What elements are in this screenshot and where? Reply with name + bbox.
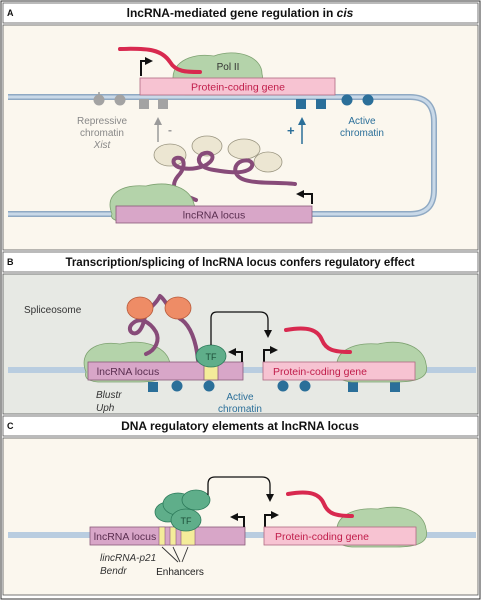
- regulation-arc-c: [207, 476, 274, 502]
- example-lincrna-p21: lincRNA-p21: [100, 553, 156, 564]
- mrna-a: [118, 46, 202, 74]
- active-mark: [277, 380, 289, 392]
- active-mark: [203, 380, 215, 392]
- panel-a-title: lncRNA-mediated gene regulation in cis: [127, 6, 354, 20]
- gene-label-b: Protein-coding gene: [273, 366, 367, 378]
- spliceosome-subunit: [126, 296, 154, 320]
- tf-c: [181, 489, 211, 511]
- enhancer-pointers: [161, 546, 189, 563]
- active-mark: [390, 382, 400, 392]
- active-label-a: Active: [348, 116, 376, 127]
- minus-sign: -: [168, 123, 172, 137]
- repressive-mark: [93, 94, 105, 106]
- example-bendr: Bendr: [100, 566, 127, 577]
- lnc-promoter-arrow-a: [296, 190, 313, 204]
- panel-a-title-bar: [2, 2, 479, 24]
- enhancers-label: Enhancers: [156, 567, 204, 578]
- tf-label-b: TF: [206, 352, 217, 362]
- pol2-label: Pol II: [217, 62, 240, 73]
- promoter-arrow-a: [140, 57, 153, 76]
- active-mark: [341, 94, 353, 106]
- active-mark: [316, 99, 326, 109]
- panel-c-letter: C: [7, 421, 14, 431]
- active-mark: [299, 380, 311, 392]
- gene-label-c: Protein-coding gene: [275, 531, 369, 543]
- gene-box-b: [262, 361, 416, 381]
- lnc-locus-a: [115, 205, 313, 224]
- lnc-locus-label-a: lncRNA locus: [183, 210, 245, 222]
- panel-c-title: DNA regulatory elements at lncRNA locus: [121, 419, 359, 433]
- repressive-mark: [139, 99, 149, 109]
- panel-b: B Transcription/splicing of lncRNA locus…: [2, 251, 479, 415]
- active-mark: [348, 382, 358, 392]
- panel-b-title: Transcription/splicing of lncRNA locus c…: [65, 257, 414, 269]
- lnc-locus-c: [89, 526, 246, 546]
- panel-b-title-bar: [2, 251, 479, 273]
- dna-loop-inner: [8, 95, 436, 216]
- active-mark: [171, 380, 183, 392]
- repressive-mark: [114, 94, 126, 106]
- spliceosome-label: Spliceosome: [24, 305, 82, 316]
- panel-c-title-bar: [2, 415, 479, 437]
- active-mark: [148, 382, 158, 392]
- mrna-c: [286, 490, 354, 518]
- lnc-locus-label-b: lncRNA locus: [97, 366, 159, 378]
- lnc-bound-proteins: [153, 135, 283, 173]
- enhancer: [158, 526, 166, 546]
- active-mark: [362, 94, 374, 106]
- panel-a-letter: A: [7, 8, 14, 18]
- lnc-promoter-arrow-c: [230, 513, 245, 527]
- tf-label-c: TF: [181, 516, 192, 526]
- panel-b-letter: B: [7, 257, 14, 267]
- panel-a: A lncRNA-mediated gene regulation in cis…: [2, 2, 479, 251]
- xist-label: Xist: [93, 140, 112, 151]
- tf-cluster-c: TF: [154, 489, 211, 532]
- repressive-label-2: chromatin: [80, 128, 124, 139]
- lnc-locus-label-c: lncRNA locus: [94, 531, 156, 543]
- example-blustr: Blustr: [96, 390, 122, 401]
- gene-box-a: [139, 77, 336, 96]
- gene-label-a: Protein-coding gene: [191, 82, 285, 94]
- active-label-a-2: chromatin: [340, 128, 384, 139]
- enhancer: [169, 526, 177, 546]
- gene-promoter-arrow-c: [264, 511, 279, 527]
- mrna-b: [284, 326, 352, 354]
- lnc-rna-a: [171, 150, 297, 202]
- active-label-b-2: chromatin: [218, 404, 262, 415]
- repressive-label: Repressive: [77, 116, 127, 127]
- active-label-b: Active: [226, 392, 254, 403]
- tf-c: [170, 508, 202, 532]
- gene-promoter-arrow-b: [263, 346, 278, 362]
- regulation-arc-b: [210, 311, 272, 345]
- active-marks: [296, 94, 374, 109]
- repressive-marks: [93, 92, 168, 109]
- gene-box-c: [263, 526, 417, 546]
- repressive-mark: [158, 99, 168, 109]
- spliceosome-subunit: [164, 296, 192, 320]
- example-uph: Uph: [96, 403, 115, 414]
- plus-sign: +: [287, 123, 295, 138]
- active-mark: [296, 99, 306, 109]
- active-marks-b: [148, 380, 400, 392]
- lnc-promoter-arrow-b: [228, 348, 243, 362]
- enhancers-c: [158, 526, 196, 546]
- panel-c: C DNA regulatory elements at lncRNA locu…: [2, 415, 479, 596]
